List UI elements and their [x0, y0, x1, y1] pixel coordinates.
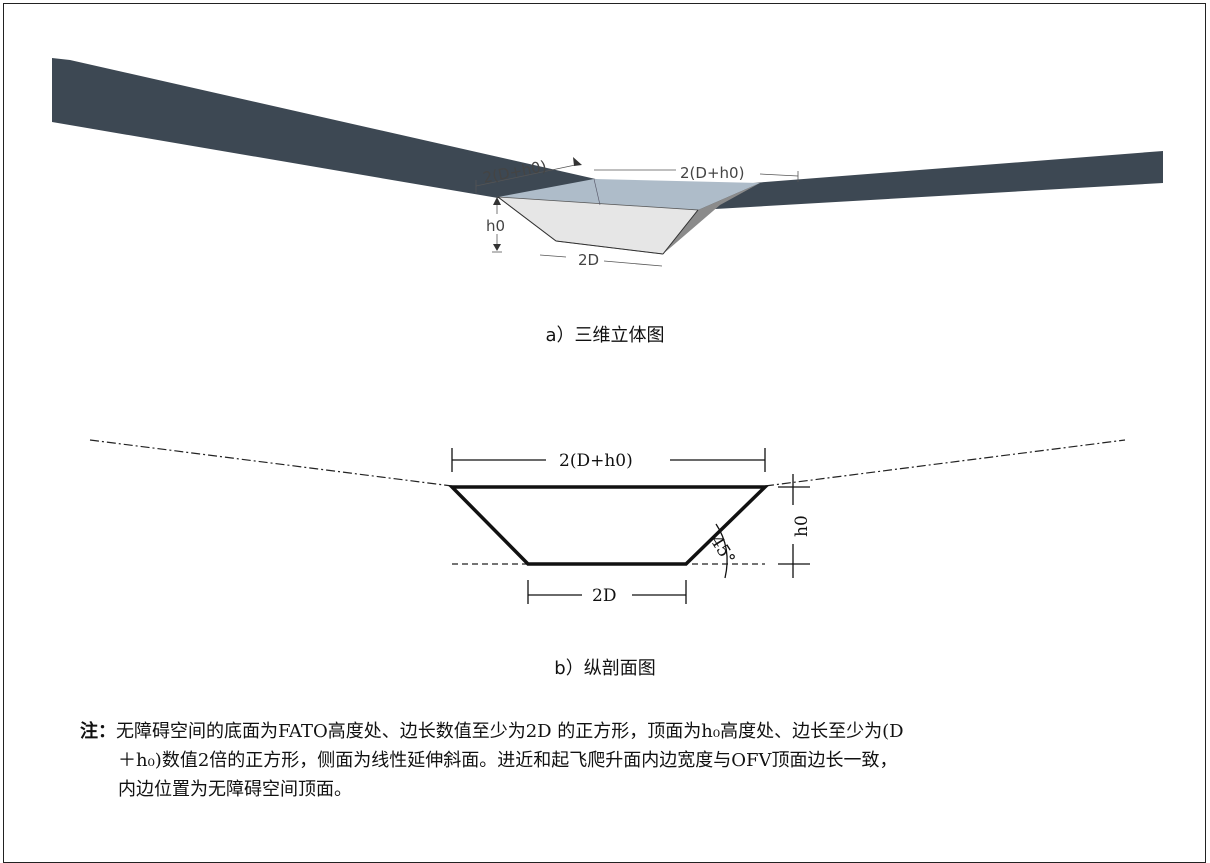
note-line-1: 注：无障碍空间的底面为FATO高度处、边长数值至少为2D 的正方形，顶面为h₀高…	[80, 717, 1190, 746]
section-bottom-width-label: 2D	[592, 586, 616, 606]
caption-section: b）纵剖面图	[554, 658, 656, 679]
left-approach-ramp	[52, 58, 600, 198]
note-line-3: 内边位置为无障碍空间顶面。	[118, 779, 352, 800]
section-top-width-label: 2(D+h0)	[559, 451, 633, 471]
note-label: 注：	[80, 721, 116, 742]
dim-height-label: h0	[486, 217, 505, 235]
section-height-label: h0	[792, 515, 812, 537]
section-angle-label: 45°	[706, 532, 739, 568]
note-line-2: ＋h₀)数值2倍的正方形，侧面为线性延伸斜面。进近和起飞爬升面内边宽度与OFV顶…	[118, 750, 898, 771]
ofv-section-outline	[447, 485, 770, 566]
figure-note: 注：无障碍空间的底面为FATO高度处、边长数值至少为2D 的正方形，顶面为h₀高…	[80, 717, 1190, 804]
dim-bottom-label: 2D	[578, 251, 599, 269]
dim-top-right-label: 2(D+h0)	[680, 164, 744, 182]
note-text-1: 无障碍空间的底面为FATO高度处、边长数值至少为2D 的正方形，顶面为h₀高度处…	[116, 721, 904, 742]
caption-3d: a）三维立体图	[545, 325, 665, 346]
ofv-top-face	[498, 179, 760, 210]
